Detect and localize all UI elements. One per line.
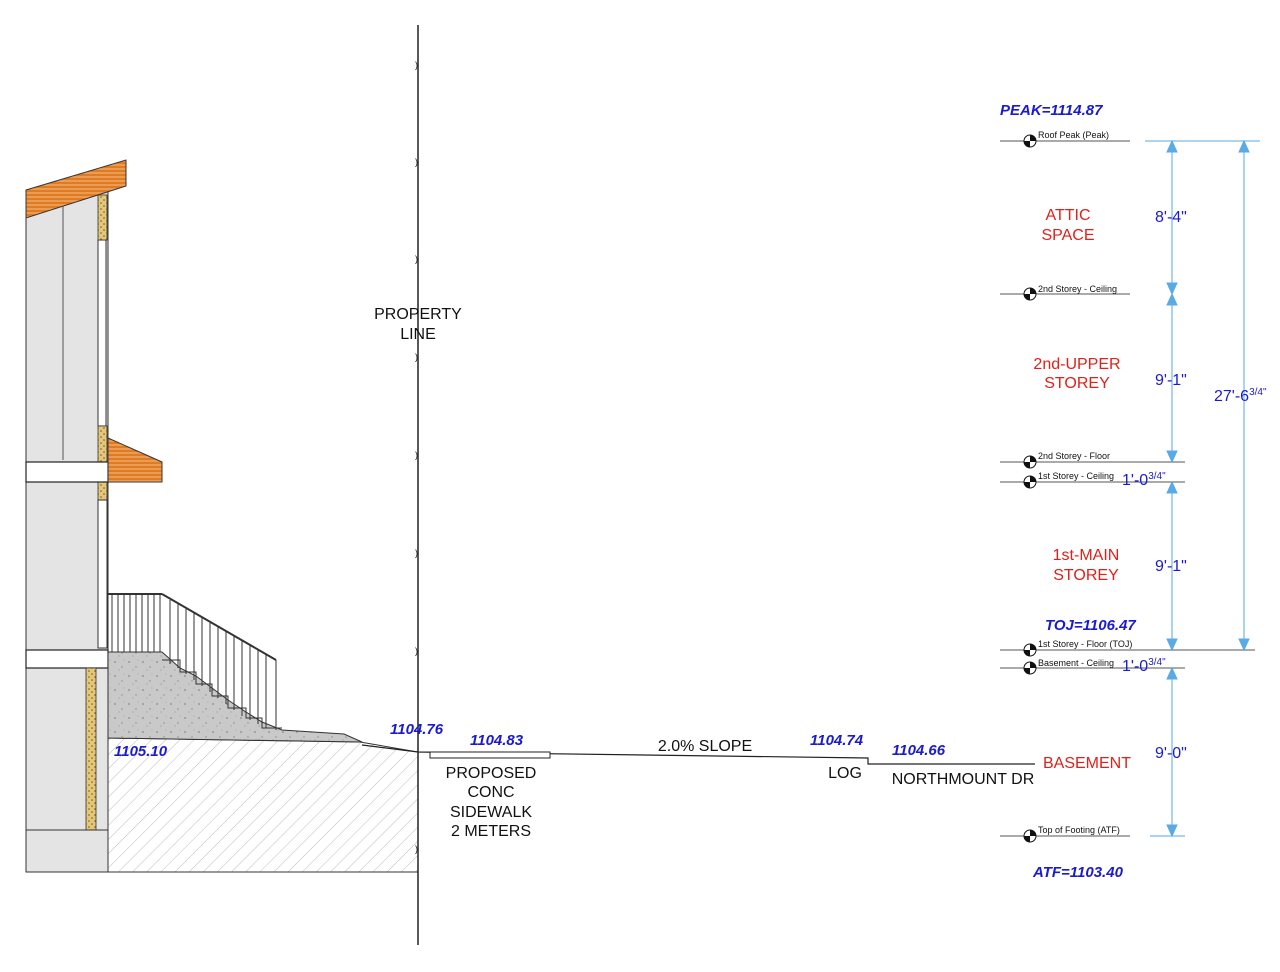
sidewalk-slab xyxy=(429,751,551,759)
svg-text:): ) xyxy=(415,548,418,558)
street-label: NORTHMOUNT DR xyxy=(892,771,1035,788)
log-label: LOG xyxy=(828,765,862,782)
canopy-roof xyxy=(107,437,163,483)
dim-total-frac: 3/4" xyxy=(1249,387,1267,398)
sidewalk-label-4: 2 METERS xyxy=(451,823,531,840)
main-storey-label-1: 1st-MAIN xyxy=(1053,547,1120,564)
main-floor-slab xyxy=(25,649,109,669)
basement-label: BASEMENT xyxy=(1043,755,1131,772)
stair-railing xyxy=(108,593,277,730)
grade-elevation-property-line: 1104.76 xyxy=(390,721,444,738)
footing xyxy=(25,829,109,873)
site-grade xyxy=(107,593,1035,873)
svg-text:): ) xyxy=(415,450,418,460)
dim-floor-1: 1'-03/4" xyxy=(1122,471,1166,489)
sidewalk-label-1: PROPOSED xyxy=(446,765,537,782)
svg-text:): ) xyxy=(415,352,418,362)
property-line-label-2: LINE xyxy=(400,326,436,343)
dim-floor-1-frac: 3/4" xyxy=(1148,471,1166,482)
dim-floor-2: 1'-03/4" xyxy=(1122,657,1166,675)
house-section xyxy=(25,159,163,873)
dim-upper-storey: 9'-1" xyxy=(1155,372,1187,389)
dim-total: 27'-63/4" xyxy=(1214,387,1267,405)
grade-elevation-log: 1104.74 xyxy=(810,732,864,749)
wall-insulation-mid xyxy=(97,425,108,467)
second-floor-slab xyxy=(25,461,109,483)
main-storey-label-2: STOREY xyxy=(1053,567,1119,584)
dim-floor-2-frac: 3/4" xyxy=(1148,657,1166,668)
toj-datum: TOJ=1106.47 xyxy=(1045,617,1136,634)
svg-text:): ) xyxy=(415,844,418,854)
svg-text:): ) xyxy=(415,254,418,264)
svg-text:): ) xyxy=(415,646,418,656)
level-basement-ceiling: Basement - Ceiling xyxy=(1038,658,1114,668)
grade-elevation-house: 1105.10 xyxy=(114,743,168,760)
upper-window xyxy=(97,239,107,427)
dim-total-main: 27'-6 xyxy=(1214,388,1249,405)
dim-basement: 9'-0" xyxy=(1155,745,1187,762)
property-line-label-1: PROPERTY xyxy=(374,306,462,323)
grade-elevation-street: 1104.66 xyxy=(892,742,946,759)
svg-text:): ) xyxy=(415,60,418,70)
level-first-ceiling: 1st Storey - Ceiling xyxy=(1038,471,1114,481)
atf-datum: ATF=1103.40 xyxy=(1032,864,1124,881)
upper-storey-label-2: STOREY xyxy=(1044,375,1110,392)
sidewalk-label-3: SIDEWALK xyxy=(450,804,532,821)
level-footing: Top of Footing (ATF) xyxy=(1038,825,1120,835)
upper-roof xyxy=(25,159,127,219)
level-roof-peak: Roof Peak (Peak) xyxy=(1038,130,1109,140)
stair-concrete xyxy=(107,651,363,743)
grade-line xyxy=(361,744,1035,765)
main-door xyxy=(97,499,108,649)
svg-text:): ) xyxy=(415,157,418,167)
level-first-floor: 1st Storey - Floor (TOJ) xyxy=(1038,639,1132,649)
grade-elevation-sidewalk: 1104.83 xyxy=(470,732,524,749)
level-second-floor: 2nd Storey - Floor xyxy=(1038,451,1110,461)
property-line: ) ) ) ) ) ) ) ) xyxy=(415,25,419,945)
basement-insulation xyxy=(85,667,97,831)
stair-steps xyxy=(162,659,282,729)
level-lines xyxy=(1000,140,1255,837)
wall-insulation-upper xyxy=(97,194,108,241)
dim-main-storey: 9'-1" xyxy=(1155,558,1187,575)
peak-datum: PEAK=1114.87 xyxy=(1000,102,1103,119)
attic-label-1: ATTIC xyxy=(1045,207,1090,224)
dim-attic: 8'-4" xyxy=(1155,209,1187,226)
slope-label: 2.0% SLOPE xyxy=(658,738,752,755)
level-target-symbols xyxy=(1023,134,1037,843)
level-second-ceiling: 2nd Storey - Ceiling xyxy=(1038,284,1117,294)
upper-storey-label-1: 2nd-UPPER xyxy=(1033,356,1120,373)
dim-floor-1-main: 1'-0 xyxy=(1122,472,1148,489)
dimension-lines xyxy=(1145,139,1260,838)
wall-insulation-band xyxy=(97,481,108,503)
sidewalk-label-2: CONC xyxy=(467,784,514,801)
dim-floor-2-main: 1'-0 xyxy=(1122,658,1148,675)
attic-label-2: SPACE xyxy=(1041,227,1094,244)
